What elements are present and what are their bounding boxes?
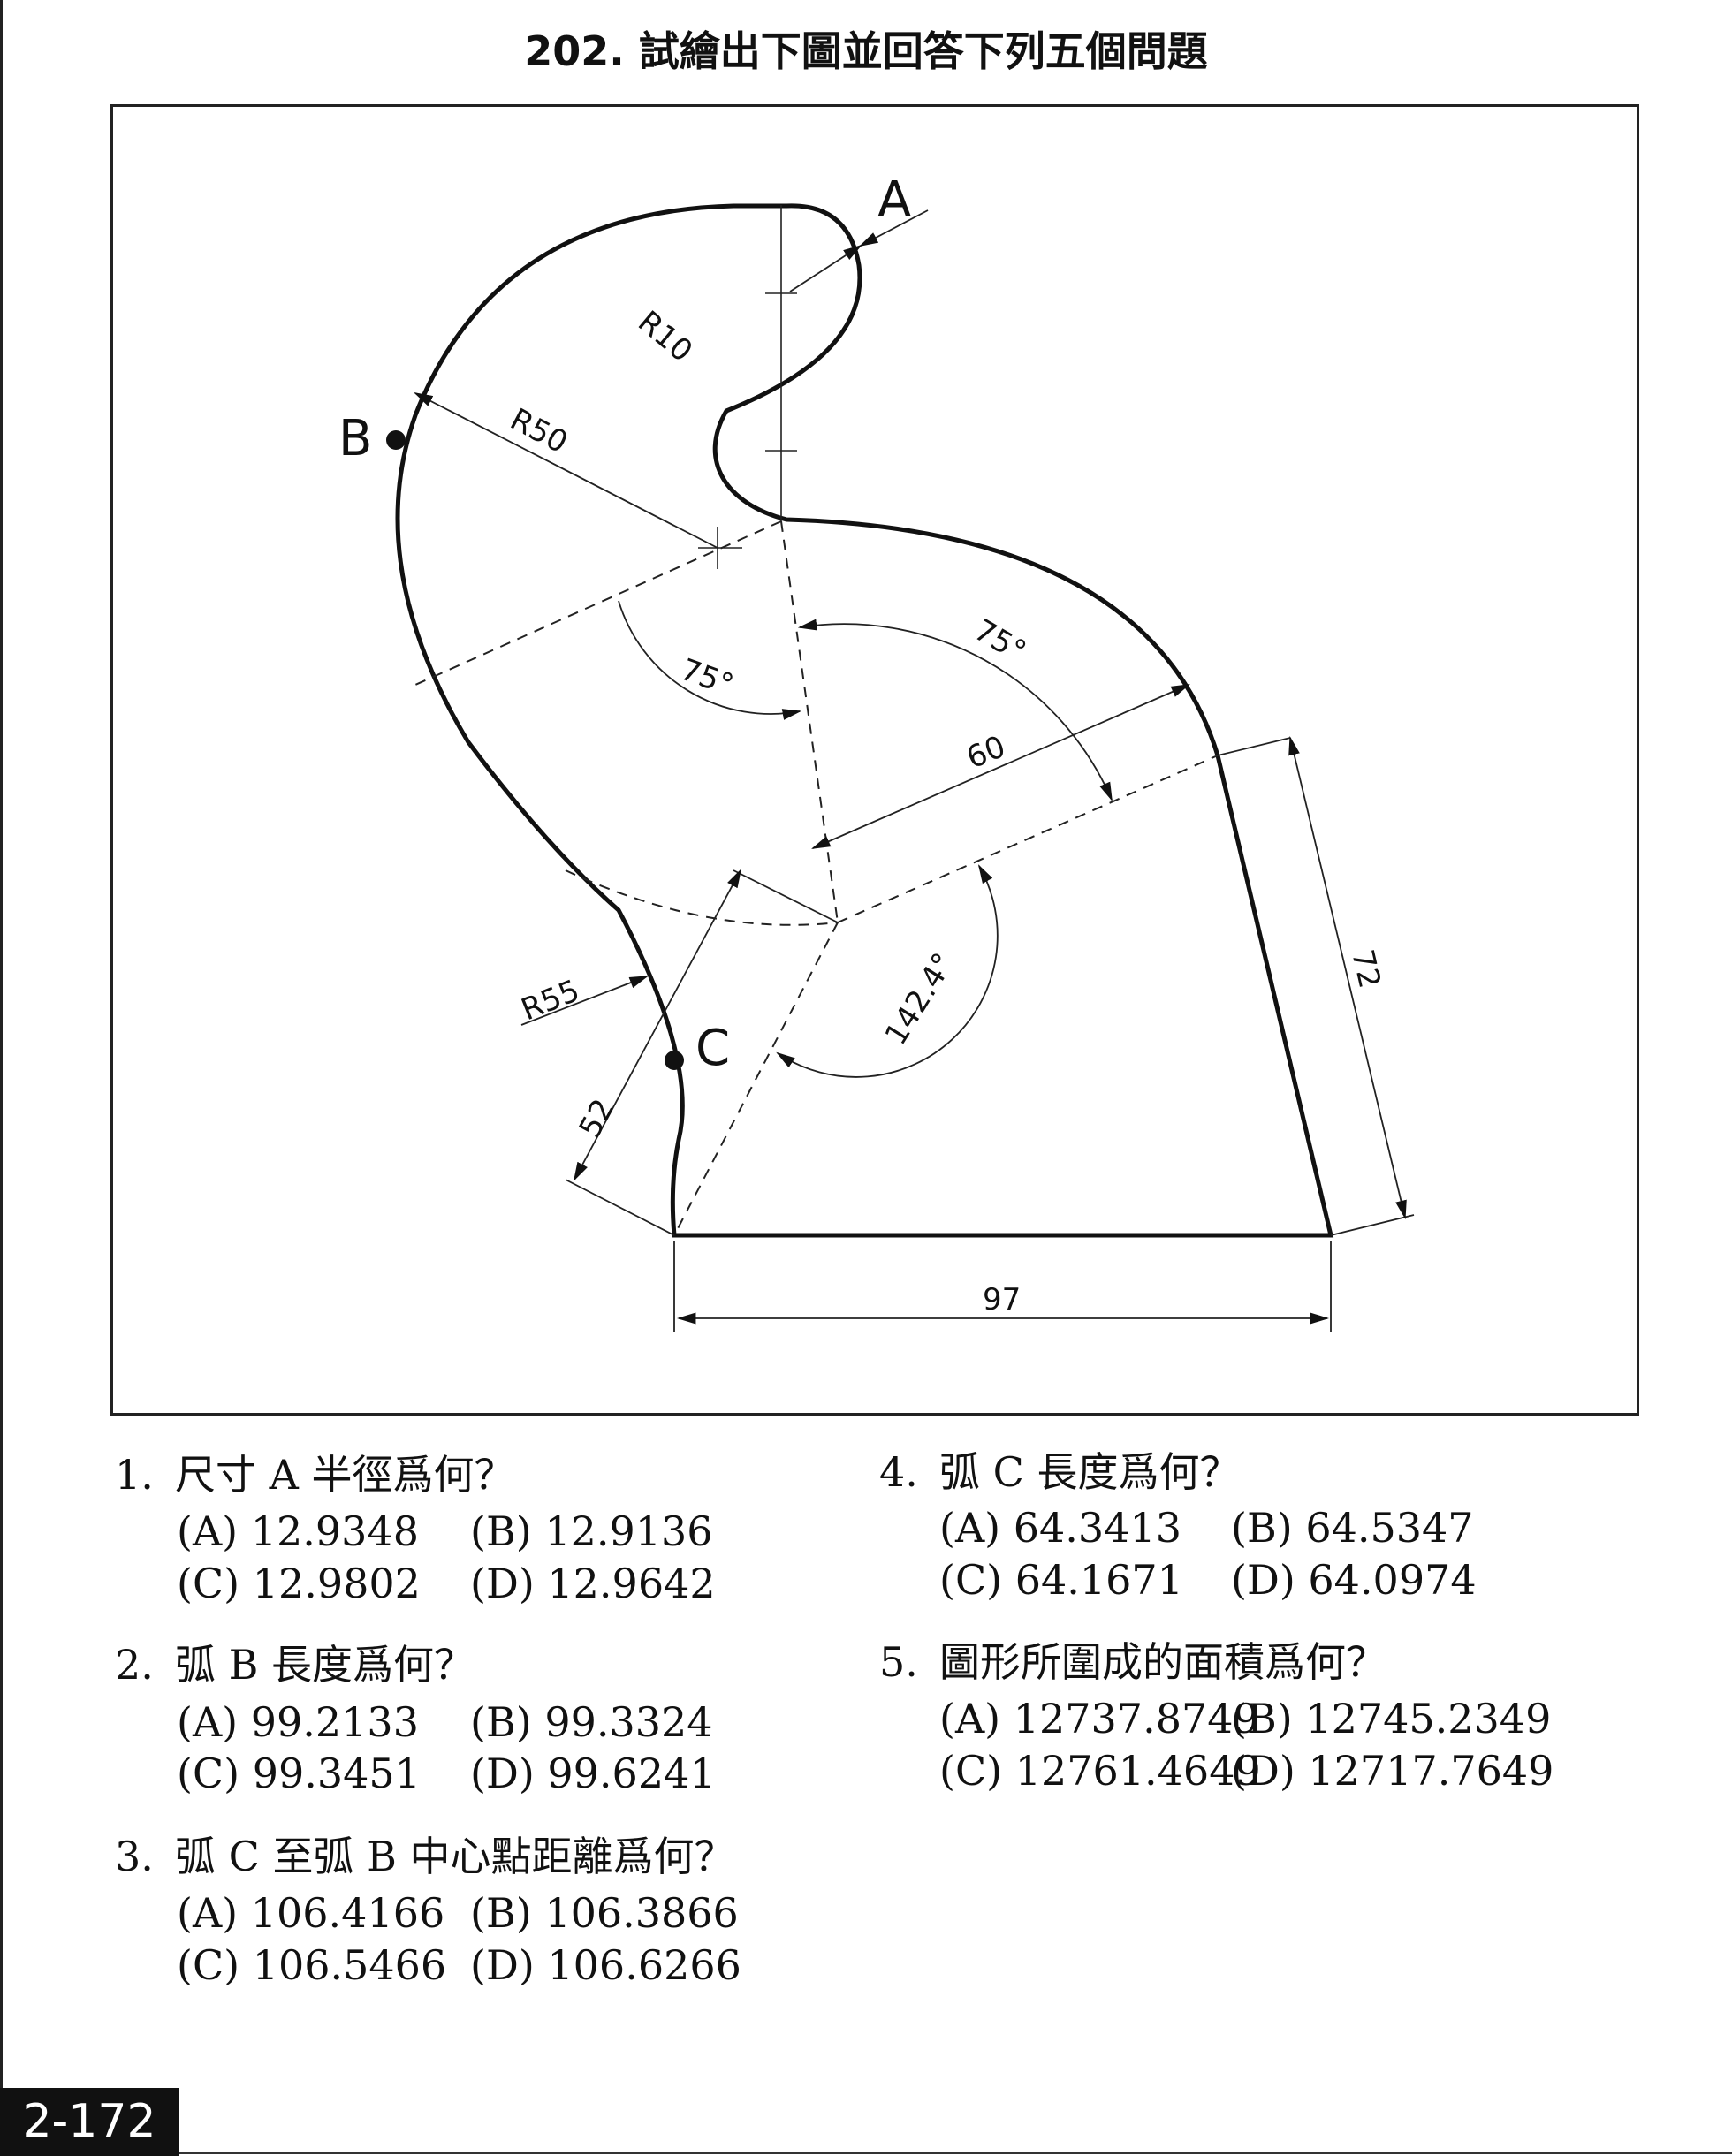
q3-option-d: (D) 106.6266 (470, 1941, 741, 1989)
profile-outline (395, 203, 1334, 1238)
q4-option-c: (C) 64.1671 (939, 1556, 1183, 1604)
q4-option-b: (B) 64.5347 (1231, 1504, 1474, 1552)
label-b: B (338, 410, 372, 467)
dim-angle-right: 75° (969, 612, 1032, 670)
q4-option-d: (D) 64.0974 (1231, 1556, 1477, 1604)
question-5: 5.圖形所圍成的面積爲何？ (879, 1638, 1386, 1686)
q1-option-a: (A) 12.9348 (177, 1507, 419, 1555)
q5-option-b: (B) 12745.2349 (1231, 1695, 1552, 1742)
q4-option-a: (A) 64.3413 (939, 1504, 1181, 1552)
dim-angle-left: 75° (676, 652, 738, 703)
q3-option-b: (B) 106.3866 (470, 1889, 739, 1937)
q2-option-a: (A) 99.2133 (177, 1698, 419, 1746)
q2-option-d: (D) 99.6241 (470, 1750, 716, 1797)
page-title: 202. 試繪出下圖並回答下列五個問題 (524, 27, 1208, 75)
bottom-rule (179, 2152, 1732, 2154)
question-2: 2.弧 B 長度爲何？ (115, 1641, 475, 1689)
q1-option-b: (B) 12.9136 (470, 1507, 713, 1555)
point-c-marker (665, 1051, 684, 1070)
question-1: 1.尺寸 A 半徑爲何？ (115, 1451, 515, 1499)
page-number: 2-172 (0, 2088, 179, 2156)
dim-r50: R50 (505, 402, 574, 461)
left-margin-rule (0, 0, 3, 2156)
label-c: C (695, 1020, 730, 1077)
dim-r55: R55 (516, 973, 584, 1028)
q2-option-c: (C) 99.3451 (177, 1750, 421, 1797)
dim-72: 72 (1344, 946, 1387, 991)
q3-option-c: (C) 106.5466 (177, 1941, 447, 1989)
dim-97: 97 (983, 1282, 1021, 1317)
technical-drawing: A B C R10 R50 75° 75° 60 72 142.4° R55 5… (338, 171, 1415, 1332)
drawing-frame (110, 104, 1639, 1416)
q3-option-a: (A) 106.4166 (177, 1889, 445, 1937)
point-b-marker (386, 430, 406, 450)
dim-52: 52 (573, 1093, 622, 1143)
q1-option-c: (C) 12.9802 (177, 1560, 421, 1607)
q5-option-a: (A) 12737.8749 (939, 1695, 1259, 1742)
label-a: A (877, 171, 911, 229)
q5-option-d: (D) 12717.7649 (1231, 1747, 1554, 1795)
question-3: 3.弧 C 至弧 B 中心點距離爲何？ (115, 1833, 735, 1880)
question-4: 4.弧 C 長度爲何？ (879, 1448, 1241, 1496)
q1-option-d: (D) 12.9642 (470, 1560, 716, 1607)
q2-option-b: (B) 99.3324 (470, 1698, 713, 1746)
dim-r10: R10 (631, 304, 699, 369)
dim-angle-center: 142.4° (878, 947, 962, 1051)
construction-lines (414, 520, 1219, 1236)
dim-60: 60 (961, 729, 1010, 776)
q5-option-c: (C) 12761.4649 (939, 1747, 1261, 1795)
